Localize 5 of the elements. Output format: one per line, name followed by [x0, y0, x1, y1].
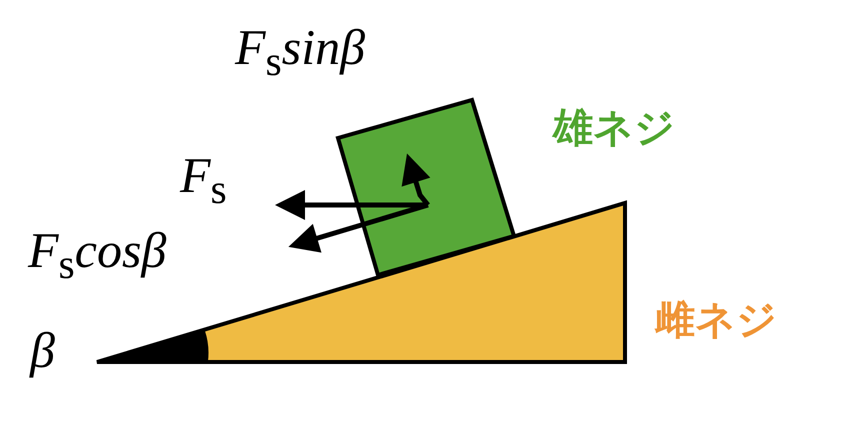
force-label: F$_{s}$cosβ: [28, 225, 166, 287]
force-label: F$_{s}$: [180, 150, 227, 212]
force-label: F$_{s}$sinβ: [235, 22, 366, 84]
part-label: 雌ネジ: [655, 300, 777, 340]
part-label: 雄ネジ: [553, 108, 675, 148]
